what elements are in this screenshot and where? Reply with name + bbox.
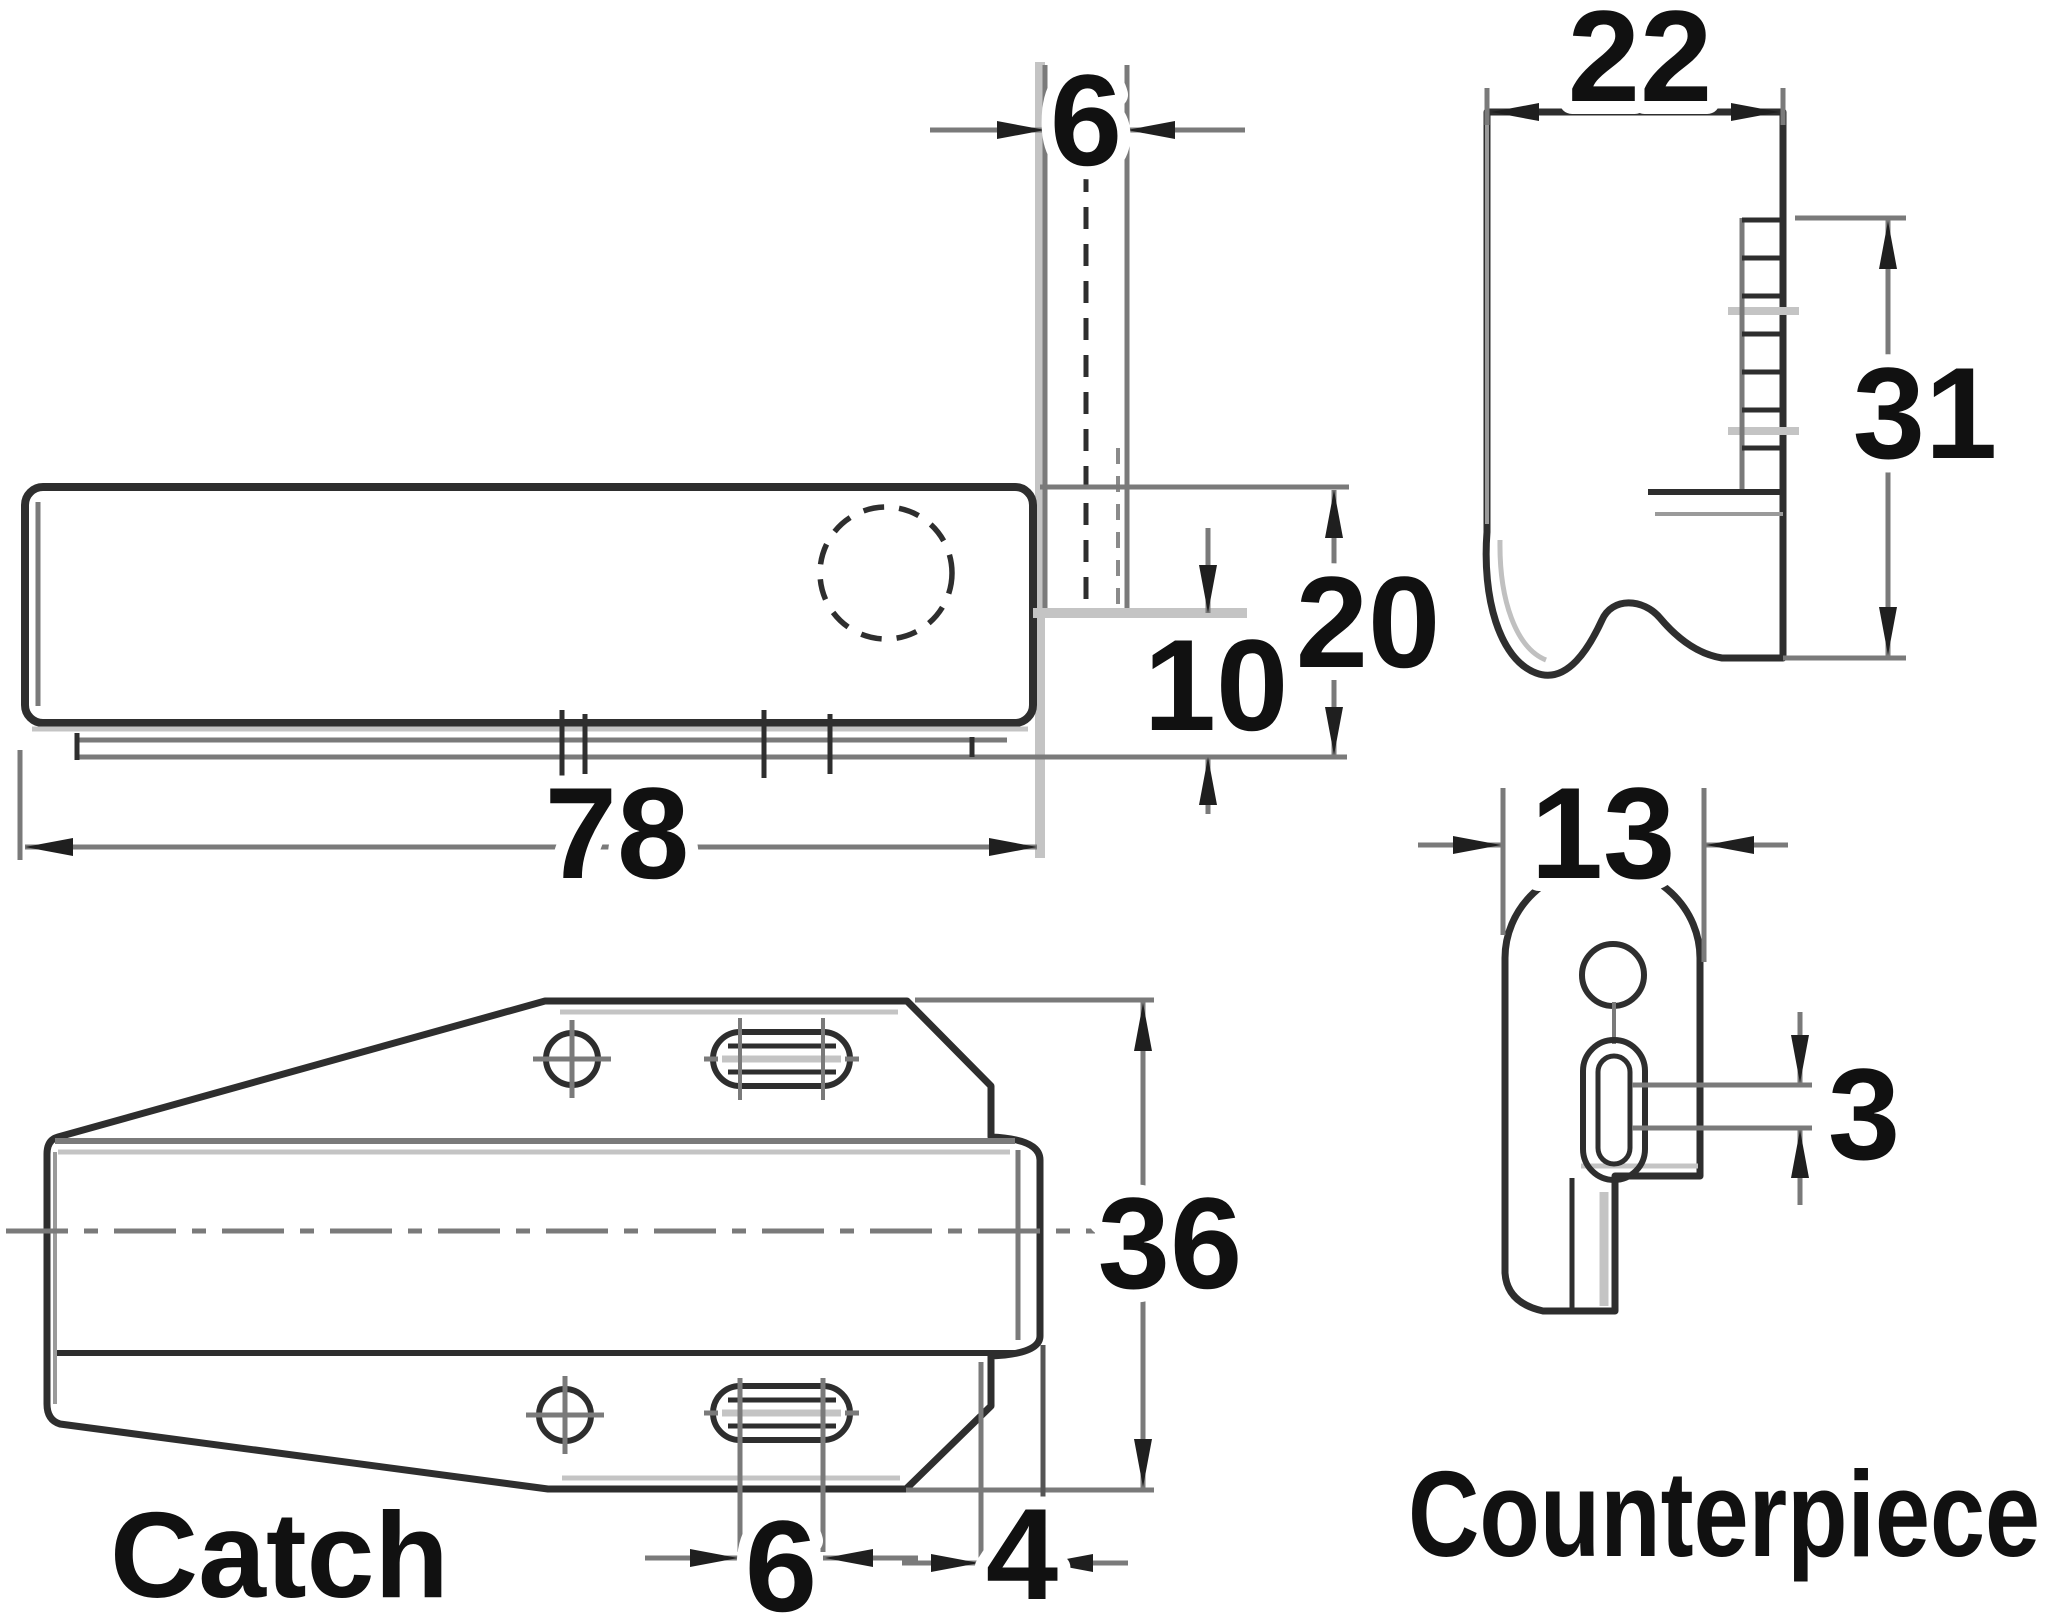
dimension-pin-width: 6	[930, 34, 1245, 206]
dimension-total-height: 20	[1040, 484, 1453, 755]
dimension-width-22: 22	[1484, 0, 1786, 142]
dimension-width-13: 13	[1418, 747, 1788, 962]
catch-label: Catch	[110, 1487, 449, 1622]
dim-text-slot-6: 6	[745, 1493, 817, 1622]
arrowhead	[25, 838, 73, 856]
counterpiece-front-view: 13 3 Counterpiece	[1401, 747, 2047, 1589]
hook-inner-line	[1497, 539, 1548, 663]
leader-lines	[1632, 1082, 1812, 1131]
arrowhead	[1731, 103, 1779, 121]
dim-text-width-13: 13	[1531, 760, 1676, 906]
hidden-hole-circle	[817, 504, 955, 642]
arrowhead	[1134, 1439, 1152, 1487]
dim-text-slot-3: 3	[1828, 1041, 1900, 1187]
counterpiece-label: Counterpiece	[1408, 1446, 2040, 1582]
arrowhead	[1491, 103, 1539, 121]
arrowhead	[1879, 221, 1897, 269]
extension-line	[1783, 215, 1906, 661]
dimension-depth-36: 36	[906, 997, 1255, 1493]
slot-upper	[704, 1018, 859, 1100]
dimension-offset-4: 4	[902, 1345, 1128, 1622]
catch-body-outline	[21, 483, 1037, 727]
slot-outline	[1580, 1037, 1648, 1183]
arrowhead	[1127, 121, 1175, 139]
arrowhead	[1134, 1003, 1152, 1051]
extension-line	[1500, 788, 1707, 962]
crimp-ticks	[559, 710, 833, 778]
arrowhead	[825, 1549, 873, 1567]
vertical-slot	[1580, 1002, 1648, 1183]
arrowhead	[1325, 490, 1343, 538]
dim-text-width-22: 22	[1568, 0, 1713, 129]
catch-side-view: 6 78 10 20	[17, 34, 1453, 919]
strip-teeth-lines	[1742, 217, 1781, 451]
arrowhead	[1199, 565, 1217, 613]
slot-inner-outline	[1595, 1053, 1633, 1167]
counterpiece-side-view: 22 31	[1482, 0, 2010, 679]
arrowhead	[931, 1554, 979, 1572]
dim-text-offset-4: 4	[986, 1481, 1058, 1622]
dim-text-height-31: 31	[1853, 340, 1998, 486]
arrowhead	[997, 121, 1045, 139]
arrowhead	[1879, 607, 1897, 655]
dimension-length: 78	[17, 747, 1037, 919]
dimension-slot-6: 6	[645, 1378, 918, 1622]
crosshair-ticks	[526, 1376, 604, 1454]
dimension-slot-3: 3	[1632, 1012, 1913, 1205]
arrowhead	[989, 838, 1037, 856]
dim-text-length: 78	[545, 760, 690, 906]
catch-top-view: 36 6 4 Catch	[6, 997, 1255, 1622]
dimension-height-31: 31	[1783, 215, 2010, 661]
crosshair-ticks	[533, 1020, 611, 1098]
extension-line	[1484, 88, 1786, 125]
extension-line	[906, 997, 1154, 1493]
arrowhead	[1199, 757, 1217, 805]
slot-inner-lines	[728, 1043, 836, 1075]
screw-hole-upper	[533, 1020, 611, 1098]
arrowhead	[690, 1549, 738, 1567]
arrowhead	[1325, 707, 1343, 755]
screw-hole-circle	[1579, 941, 1647, 1009]
dimension-inner-height: 10	[1033, 528, 1301, 814]
slot-center-ticks	[738, 1018, 825, 1100]
dim-text-inner-height: 10	[1144, 612, 1289, 758]
counterpiece-front-outline	[1501, 862, 1704, 1315]
dim-text-pin-width: 6	[1050, 47, 1122, 193]
counterpiece-side-outline	[1482, 108, 1787, 679]
slot-lower	[704, 1383, 859, 1443]
arrowhead	[1453, 836, 1501, 854]
arrowhead	[1706, 836, 1754, 854]
serrated-strip	[1648, 217, 1799, 516]
arrowhead	[1791, 1130, 1809, 1178]
slot-inner-lines	[728, 1397, 836, 1429]
arrowhead	[1791, 1035, 1809, 1083]
arrowhead	[1045, 1554, 1093, 1572]
dim-text-depth-36: 36	[1098, 1170, 1243, 1316]
dim-text-total-height: 20	[1296, 549, 1441, 695]
screw-hole-lower	[526, 1376, 604, 1454]
extension-line	[737, 1378, 826, 1552]
